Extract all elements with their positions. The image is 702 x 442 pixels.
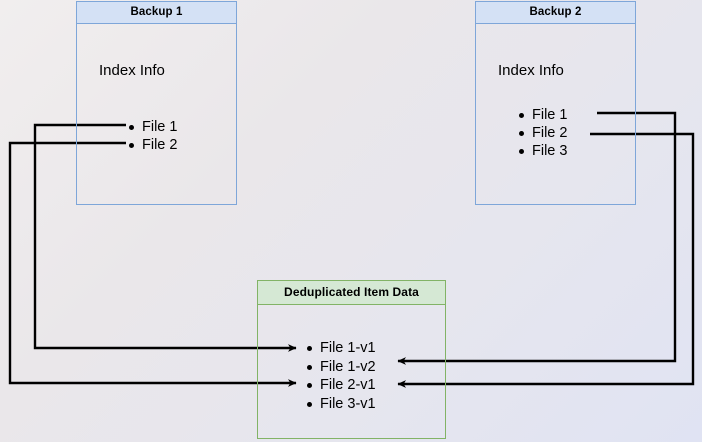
connector-backup1-file2-to-file2v1: [8, 141, 297, 387]
backup-2-file-list: File 1 File 2 File 3: [516, 106, 567, 160]
connector-backup1-file1-to-file1v1: [33, 123, 297, 352]
backup-1-index-info-label: Index Info: [99, 62, 165, 79]
connector-backup2-file1-to-file1v2: [397, 111, 677, 365]
list-item[interactable]: File 2-v1: [304, 376, 376, 395]
list-item[interactable]: File 3-v1: [304, 395, 376, 414]
list-item[interactable]: File 1-v2: [304, 358, 376, 377]
deduplicated-item-data-body: File 1-v1 File 1-v2 File 2-v1 File 3-v1: [258, 305, 445, 438]
backup-1-file-list: File 1 File 2: [126, 118, 177, 154]
backup-2-body: Index Info File 1 File 2 File 3: [476, 24, 635, 204]
backup-2-index-info-label: Index Info: [498, 62, 564, 79]
list-item[interactable]: File 1: [126, 118, 177, 136]
list-item[interactable]: File 2: [126, 136, 177, 154]
deduplicated-item-data-title: Deduplicated Item Data: [258, 281, 445, 305]
backup-1-box[interactable]: Backup 1 Index Info File 1 File 2: [76, 1, 237, 205]
list-item[interactable]: File 3: [516, 142, 567, 160]
deduplicated-file-list: File 1-v1 File 1-v2 File 2-v1 File 3-v1: [304, 339, 376, 413]
connector-backup2-file2-to-file2v1: [397, 132, 695, 388]
deduplicated-item-data-box[interactable]: Deduplicated Item Data File 1-v1 File 1-…: [257, 280, 446, 439]
backup-2-title: Backup 2: [476, 2, 635, 24]
list-item[interactable]: File 2: [516, 124, 567, 142]
list-item[interactable]: File 1-v1: [304, 339, 376, 358]
backup-1-body: Index Info File 1 File 2: [77, 24, 236, 204]
backup-1-title: Backup 1: [77, 2, 236, 24]
list-item[interactable]: File 1: [516, 106, 567, 124]
backup-2-box[interactable]: Backup 2 Index Info File 1 File 2 File 3: [475, 1, 636, 205]
